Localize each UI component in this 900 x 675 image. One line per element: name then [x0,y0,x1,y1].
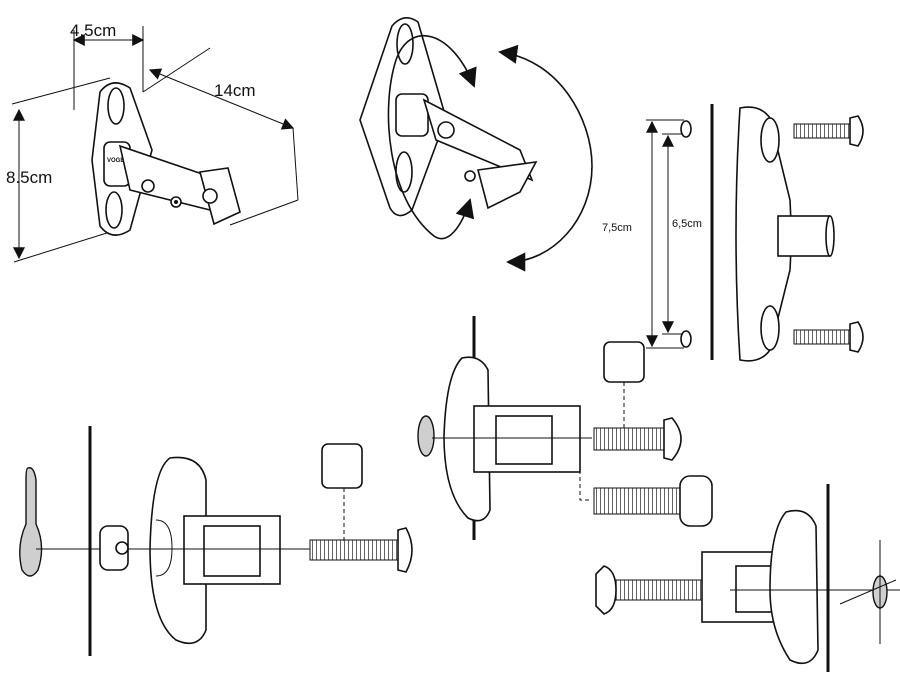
side-plate-lower-slot [760,305,780,351]
length-extension-end [292,127,299,201]
logo-text: VOGEL'S [107,158,133,164]
pivot-nut [141,179,155,193]
rotating-hub [395,93,429,137]
wood-screw-thread [615,579,713,601]
length-extension-top [142,47,211,93]
height-label: 8.5cm [6,168,52,187]
alt-bolt-guide [579,470,592,501]
center-anchor-head [417,415,435,457]
tilt-rotation-arrow [387,35,477,240]
set-screw-center [174,200,178,204]
mount-disc-dome [155,519,173,577]
upper-mounting-slot [107,87,125,125]
side-plate-stud-end [825,215,835,257]
lower-wall-plug-end [680,330,692,348]
upper-screw-head [849,115,864,147]
toggle-anchor [19,467,43,577]
lower-mounting-slot [105,191,123,229]
mount-disc-center [443,356,491,522]
side-plate-upper-slot [760,117,780,163]
alt-bolt-thread [593,487,681,515]
bolt-center-thread [593,427,665,451]
bracket-dimension-view: 4.5cm 14cm 8.5cm VOGEL'S [6,21,299,263]
lower-screw-thread [793,329,851,345]
assembly-view-center [417,316,713,540]
spacer-left [321,443,363,489]
spacer-center [603,341,645,383]
assembly-view-right [595,484,900,672]
alt-bolt-head [679,475,713,527]
length-dimension-line [148,68,295,130]
mount-disc-right [769,509,819,665]
bracket-arm-end [198,167,241,226]
washer-hole [115,541,129,555]
height-extension-top [11,77,111,105]
mount-insert-center [495,415,553,465]
bolt-left-head [397,527,413,573]
upper-wall-plug-end [680,120,692,138]
length-label: 14cm [214,81,256,100]
length-extension-bottom [229,199,299,226]
inner-spacing-label: 6,5cm [672,218,702,230]
arm-end-hole [202,188,218,204]
side-plate-stud [777,215,831,257]
bolt-left-thread [309,539,401,561]
rotating-lower-slot [395,151,413,193]
rotating-arm-end [476,160,538,210]
upper-screw-thread [793,123,851,139]
plate-spacing-view: 7,5cm 6,5cm [602,104,864,362]
mount-insert-left [203,525,261,577]
side-wall-plate [735,106,792,362]
lower-screw-head [849,321,864,353]
assembly-view-left [19,426,413,656]
rotating-pivot-nut [437,121,455,139]
right-anchor-wing-d [839,579,897,605]
mount-disc-left [149,456,207,645]
bolt-center-head [663,417,682,461]
width-label: 4.5cm [70,21,116,40]
wood-screw-head [595,565,617,615]
rotating-set-screw [464,170,476,182]
outer-spacing-label: 7,5cm [602,222,632,234]
height-extension-bottom [13,231,111,263]
rotation-view [359,17,593,272]
swivel-rotation-arrow [498,44,593,272]
